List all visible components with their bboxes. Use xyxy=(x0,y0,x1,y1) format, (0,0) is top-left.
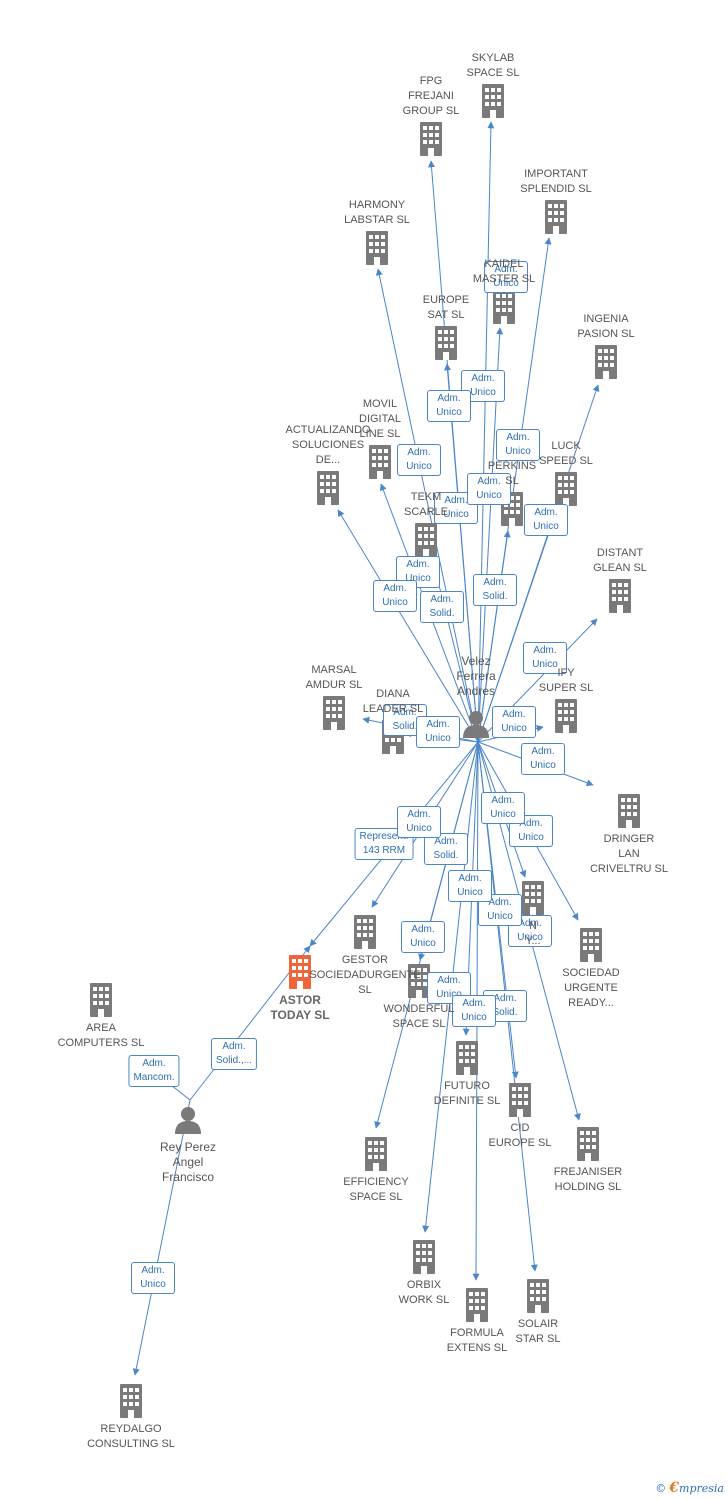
edge-label-velez-ingenia[interactable]: Adm. Unico xyxy=(524,504,568,536)
edge-label-velez-gestor[interactable]: Adm. Solid. xyxy=(424,833,468,865)
node-label-yn: N Y... xyxy=(525,920,541,947)
europesat-building-icon[interactable] xyxy=(435,326,457,360)
futuro-building-icon[interactable] xyxy=(456,1041,478,1075)
edge-velez-perkins xyxy=(477,530,511,743)
edge-label-velez-efficiency[interactable]: Adm. Unico xyxy=(448,870,492,902)
fpg-building-icon[interactable] xyxy=(420,122,442,156)
edge-label-velez-actualizando[interactable]: Adm. Unico xyxy=(373,580,417,612)
node-label-perkins: PERKINS SL xyxy=(487,460,537,487)
harmony-building-icon[interactable] xyxy=(366,231,388,265)
node-label-futuro: FUTURO DEFINITE SL xyxy=(433,1080,501,1107)
node-label-orbix: ORBIX WORK SL xyxy=(398,1279,450,1306)
gestor-building-icon[interactable] xyxy=(354,915,376,949)
brand-initial: € xyxy=(669,1480,680,1496)
node-label-ify: IFY SUPER SL xyxy=(538,667,594,694)
dringer-building-icon[interactable] xyxy=(618,794,640,828)
node-label-reydalgo: REYDALGO CONSULTING SL xyxy=(87,1423,175,1450)
edge-label-velez-wonderful[interactable]: Adm. Unico xyxy=(401,921,445,953)
edge-label-velez-frejaniser[interactable]: Adm. Unico xyxy=(481,792,525,824)
node-label-diana: DIANA LEADER SL xyxy=(362,688,424,715)
edge-label-rey-reydalgo[interactable]: Adm. Unico xyxy=(131,1262,175,1294)
node-label-skylab: SKYLAB SPACE SL xyxy=(466,52,520,79)
edge-label-velez-distant[interactable]: Adm. Unico xyxy=(523,642,567,674)
edge-label-velez-ify[interactable]: Adm. Unico xyxy=(492,706,536,738)
node-label-formula: FORMULA EXTENS SL xyxy=(446,1327,508,1354)
node-label-ingenia: INGENIA PASION SL xyxy=(577,313,635,340)
important-building-icon[interactable] xyxy=(545,200,567,234)
copyright-symbol: © xyxy=(655,1482,667,1495)
edge-velez-actualizando xyxy=(337,509,479,743)
frejaniser-building-icon[interactable] xyxy=(577,1127,599,1161)
reydalgo-building-icon[interactable] xyxy=(120,1384,142,1418)
edge-velez-luck xyxy=(477,511,558,743)
node-label-cid: CID EUROPE SL xyxy=(488,1122,552,1149)
node-label-fpg: FPG FREJANI GROUP SL xyxy=(402,75,460,117)
yn-building-icon[interactable] xyxy=(522,881,544,915)
edge-velez-europesat xyxy=(444,363,479,743)
node-label-velez: Velez Ferrera Andres xyxy=(456,654,496,698)
edge-label-velez-important[interactable]: Adm. Unico xyxy=(496,429,540,461)
edge-label-velez-luck[interactable]: Adm. Unico xyxy=(467,473,511,505)
orbix-building-icon[interactable] xyxy=(413,1240,435,1274)
node-label-marsal: MARSAL AMDUR SL xyxy=(305,664,363,691)
rey-person-icon[interactable] xyxy=(175,1107,201,1134)
node-label-tekm: TEKM SCARLE xyxy=(403,491,449,518)
node-label-movil: MOVIL DIGITAL LINE SL xyxy=(359,398,401,440)
edge-label-velez-orbix[interactable]: Adm. Unico xyxy=(397,806,441,838)
edge-label-velez-kaidel[interactable]: Adm. Unico xyxy=(484,261,528,293)
node-label-harmony: HARMONY LABSTAR SL xyxy=(344,199,410,226)
node-label-frejaniser: FREJANISER HOLDING SL xyxy=(553,1166,623,1193)
edge-label-rey-astor[interactable]: Adm. Solid.,... xyxy=(210,1038,258,1070)
node-label-efficiency: EFFICIENCY SPACE SL xyxy=(343,1176,409,1203)
edge-rey-reydalgo xyxy=(132,1099,191,1376)
brand-name: mpresia xyxy=(679,1482,724,1495)
edge-label-velez-solair[interactable]: Adm. Unico xyxy=(521,743,565,775)
tekm-building-icon[interactable] xyxy=(415,523,437,557)
edge-label-velez-fpg[interactable]: Adm. Unico xyxy=(427,390,471,422)
node-label-luck: LUCK SPEED SL xyxy=(539,440,593,467)
node-label-actualizando: ACTUALIZANDO SOLUCIONES DE... xyxy=(285,424,371,466)
node-label-distant: DISTANT GLEAN SL xyxy=(593,547,647,574)
node-label-gestor: GESTOR SOCIEDADURGENTE SL xyxy=(309,954,421,996)
edge-label-velez-formula[interactable]: Adm. Unico xyxy=(452,995,496,1027)
solair-building-icon[interactable] xyxy=(527,1279,549,1313)
node-label-kaidel: KAIDEL MASTER SL xyxy=(472,258,536,285)
node-label-dringer: DRINGER LAN CRIVELTRU SL xyxy=(589,833,669,875)
node-label-astor: ASTOR TODAY SL xyxy=(270,993,330,1022)
edge-velez-skylab xyxy=(477,121,495,743)
edge-velez-harmony xyxy=(375,268,479,743)
empresia-watermark: ©€mpresia xyxy=(655,1480,724,1496)
edge-label-rey-area[interactable]: Adm. Mancom. xyxy=(128,1055,180,1087)
actualizando-building-icon[interactable] xyxy=(317,471,339,505)
node-label-solair: SOLAIR STAR SL xyxy=(515,1318,561,1345)
node-label-area: AREA COMPUTERS SL xyxy=(57,1022,145,1049)
distant-building-icon[interactable] xyxy=(609,579,631,613)
edge-label-velez-tekm[interactable]: Adm. Solid. xyxy=(420,591,464,623)
edge-label-velez-perkins[interactable]: Adm. Solid. xyxy=(473,574,517,606)
node-label-europesat: EUROPE SAT SL xyxy=(422,294,470,321)
node-label-rey: Rey Perez Angel Francisco xyxy=(159,1140,217,1184)
area-building-icon[interactable] xyxy=(90,983,112,1017)
node-label-important: IMPORTANT SPLENDID SL xyxy=(520,168,592,195)
edge-label-velez-movil[interactable]: Adm. Unico xyxy=(396,556,440,588)
node-label-sociedad: SOCIEDAD URGENTE READY... xyxy=(562,967,620,1009)
ify-building-icon[interactable] xyxy=(555,699,577,733)
edge-label-velez-diana[interactable]: Adm. Unico xyxy=(416,716,460,748)
ingenia-building-icon[interactable] xyxy=(595,345,617,379)
efficiency-building-icon[interactable] xyxy=(365,1137,387,1171)
node-label-wonderful: WONDERFUL SPACE SL xyxy=(383,1003,455,1030)
edge-label-velez-harmony[interactable]: Adm. Unico xyxy=(397,444,441,476)
